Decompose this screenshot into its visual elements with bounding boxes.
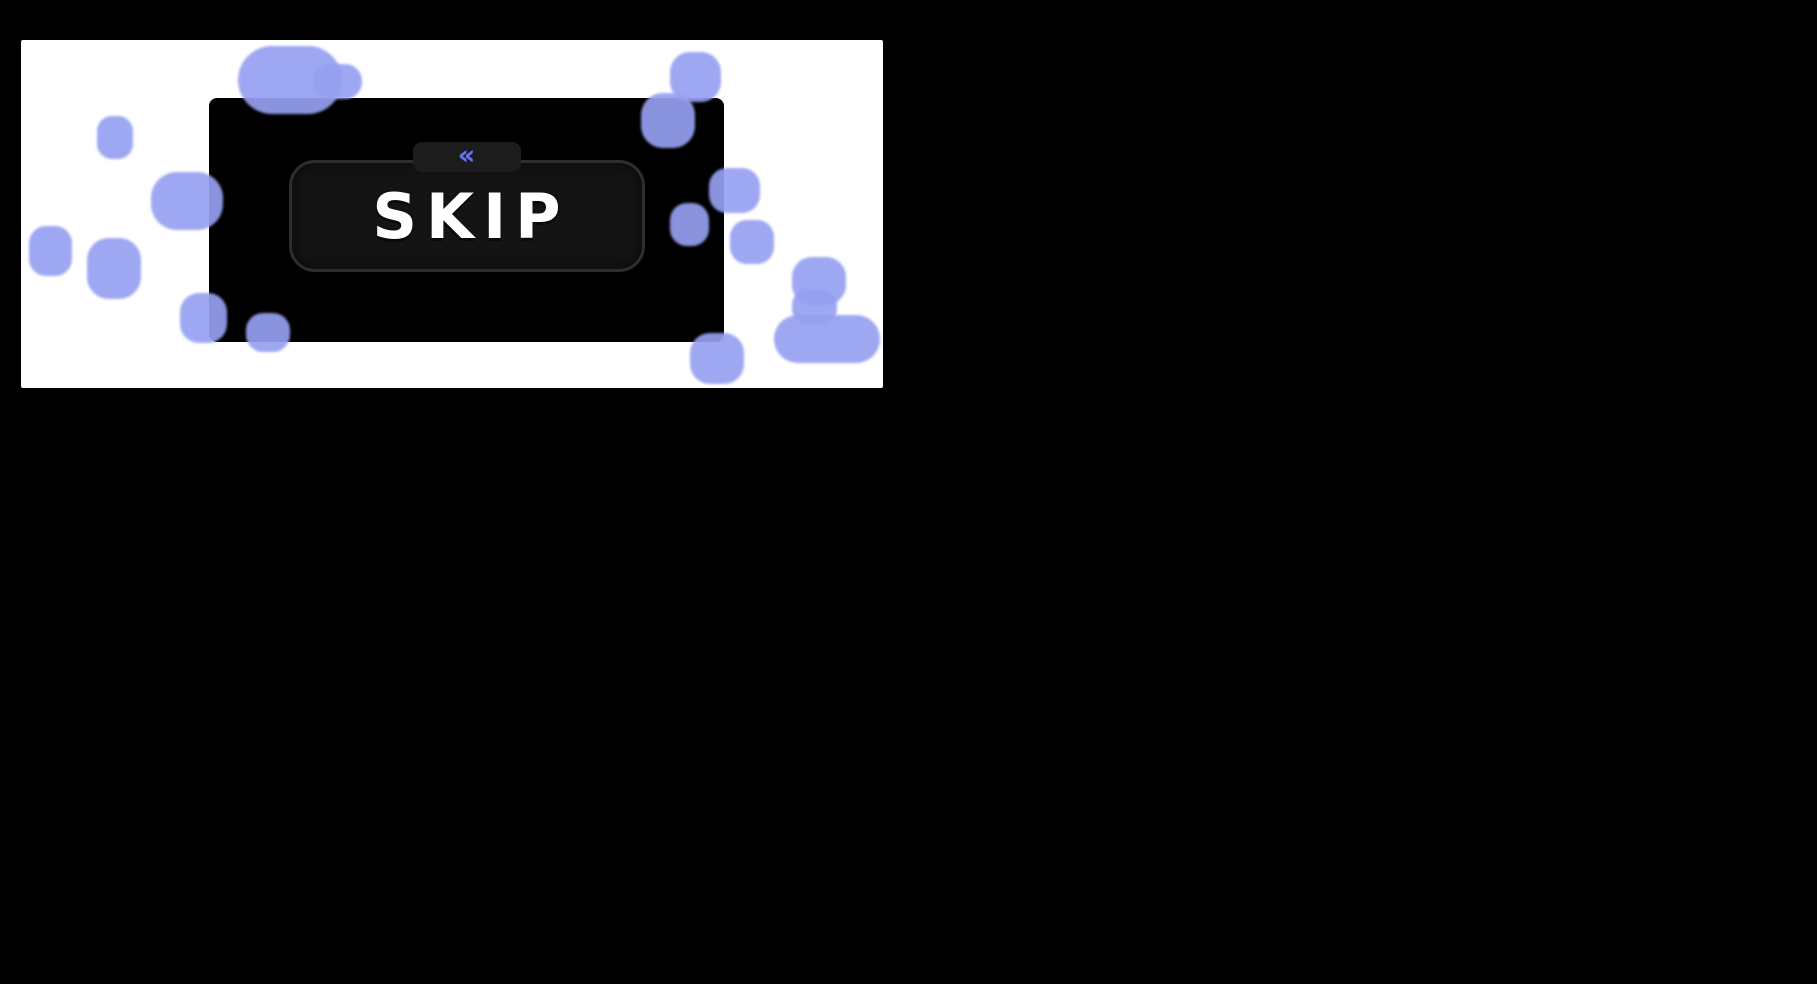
skip-button-label: SKIP: [372, 179, 570, 253]
touch-indicator-blob: [313, 64, 362, 99]
touch-indicator-blob: [730, 220, 774, 264]
touch-indicator-blob: [792, 257, 846, 305]
skip-panel: « SKIP: [209, 98, 724, 342]
touch-indicator-blob: [97, 116, 133, 159]
double-chevron-left-icon: «: [457, 139, 476, 171]
touch-indicator-blob: [792, 290, 837, 324]
touch-indicator-blob: [29, 226, 72, 276]
touch-indicator-blob: [670, 52, 721, 102]
skip-button[interactable]: SKIP: [288, 160, 645, 272]
touch-indicator-blob: [774, 315, 880, 363]
collapse-tab[interactable]: «: [412, 139, 521, 172]
game-screen: « SKIP: [21, 40, 883, 388]
touch-indicator-blob: [87, 238, 141, 299]
